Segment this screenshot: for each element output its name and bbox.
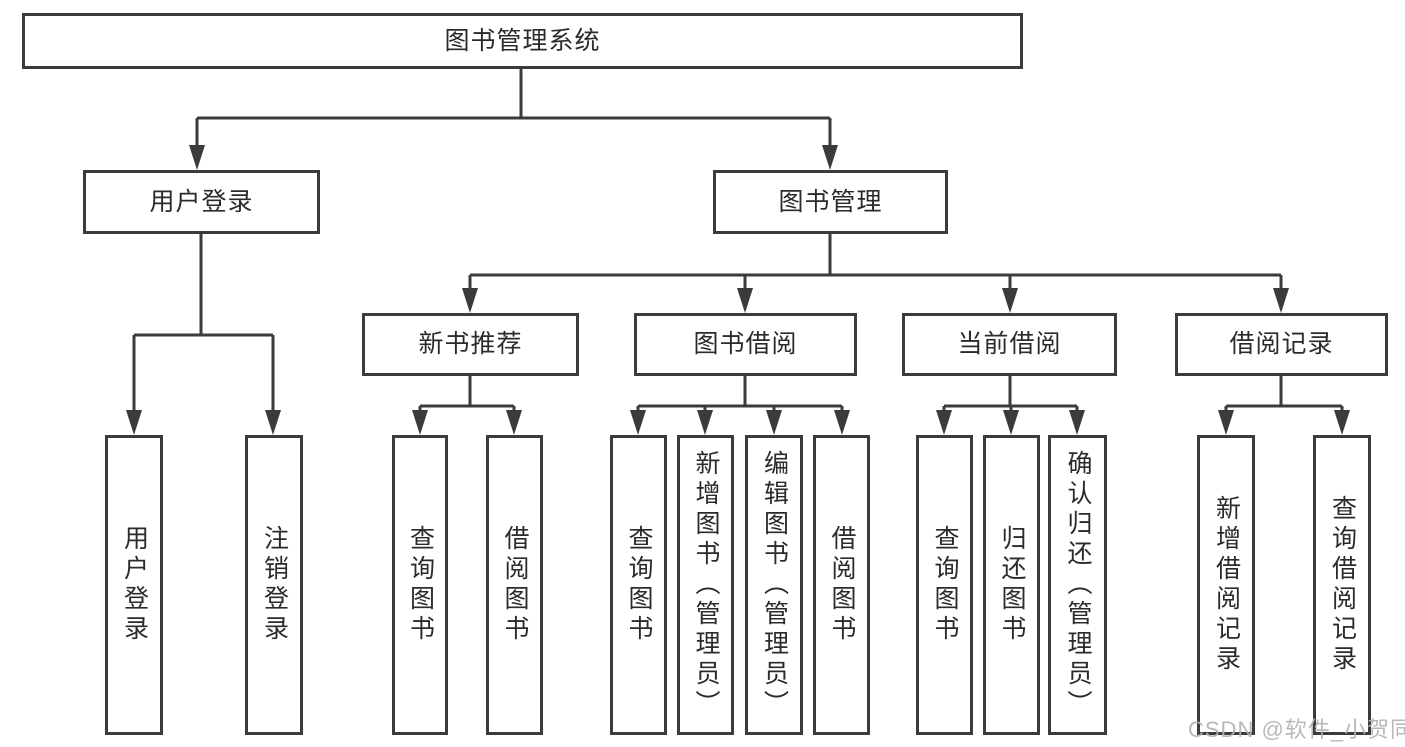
leaf-bb-query-books: 查询图书 <box>610 435 667 735</box>
connector-user-login-to-leaves <box>132 233 275 418</box>
leaf-bb-borrow-books: 借阅图书 <box>813 435 870 735</box>
arrowheads <box>126 145 1350 435</box>
connector-borrow-record-to-leaves <box>1224 375 1344 420</box>
arrowhead <box>1002 288 1018 313</box>
leaf-nb-query-books: 查询图书 <box>392 435 448 735</box>
watermark: CSDN @软件_小贺同学 <box>1188 717 1405 742</box>
leaf-nb-borrow-books: 借阅图书 <box>486 435 543 735</box>
arrowhead <box>1273 288 1289 313</box>
leaf-cb-confirm-return-admin: 确认归还（管理员） <box>1048 435 1107 735</box>
arrowhead <box>697 410 713 435</box>
arrowhead <box>766 410 782 435</box>
node-borrow-records: 借阅记录 <box>1175 313 1388 376</box>
arrowhead <box>834 410 850 435</box>
connector-book-mgmt-to-level3 <box>468 233 1283 298</box>
arrowhead <box>412 410 428 435</box>
arrowhead <box>506 410 522 435</box>
node-user-login: 用户登录 <box>83 170 320 234</box>
leaf-bb-edit-books-admin: 编辑图书（管理员） <box>745 435 803 735</box>
connector-book-borrow-to-leaves <box>636 375 844 420</box>
connector-root-to-level2 <box>195 68 832 152</box>
arrowhead <box>936 410 952 435</box>
arrowhead <box>462 288 478 313</box>
connector-new-book-to-leaves <box>418 375 516 420</box>
leaf-br-query-borrow-record: 查询借阅记录 <box>1313 435 1371 735</box>
arrowhead <box>822 145 838 170</box>
leaf-logout: 注销登录 <box>245 435 303 735</box>
arrowhead <box>126 410 142 435</box>
arrowhead <box>737 288 753 313</box>
node-root-book-management-system: 图书管理系统 <box>22 13 1023 69</box>
arrowhead <box>1003 410 1019 435</box>
node-new-book-recommend: 新书推荐 <box>362 313 579 376</box>
arrowhead <box>630 410 646 435</box>
arrowhead <box>189 145 205 170</box>
arrowhead <box>1218 410 1234 435</box>
leaf-user-login: 用户登录 <box>105 435 163 735</box>
arrowhead <box>265 410 281 435</box>
leaf-br-add-borrow-record: 新增借阅记录 <box>1197 435 1255 735</box>
leaf-cb-query-books: 查询图书 <box>916 435 973 735</box>
leaf-bb-add-books-admin: 新增图书（管理员） <box>677 435 734 735</box>
arrowhead <box>1069 410 1085 435</box>
node-book-management: 图书管理 <box>713 170 948 234</box>
node-book-borrow: 图书借阅 <box>634 313 857 376</box>
node-current-borrow: 当前借阅 <box>902 313 1117 376</box>
leaf-cb-return-books: 归还图书 <box>983 435 1040 735</box>
arrowhead <box>1334 410 1350 435</box>
